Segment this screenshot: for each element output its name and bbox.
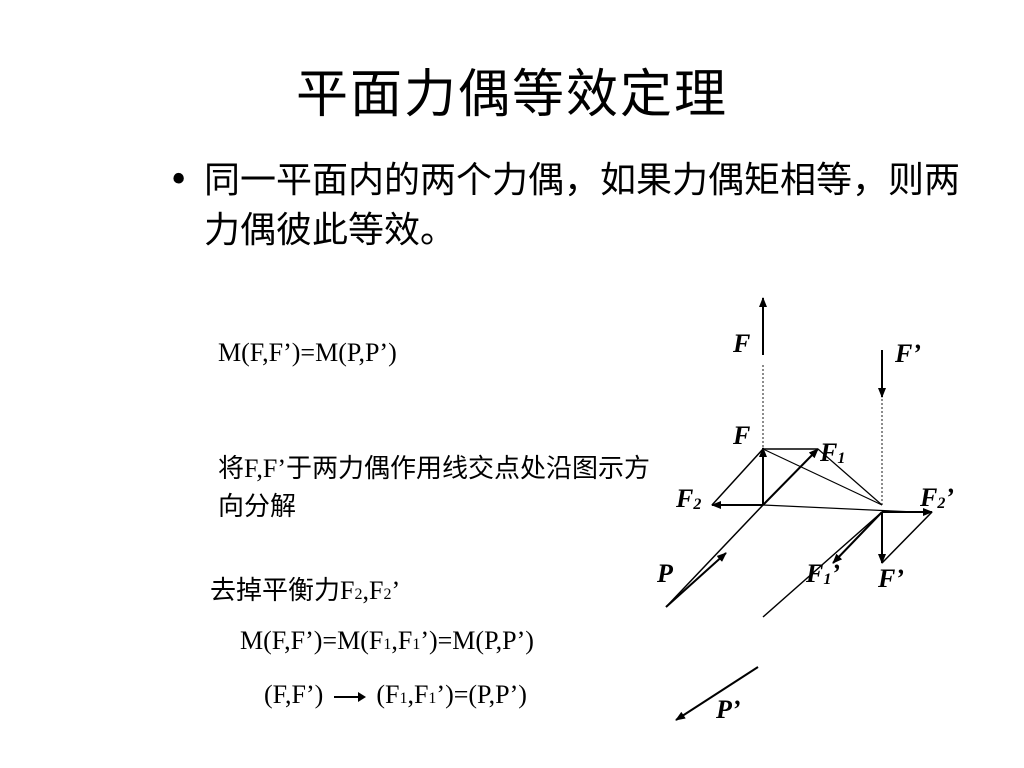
remove-sub2: 2	[383, 586, 392, 603]
connector-2	[762, 448, 883, 506]
label-F1-base: F	[819, 438, 837, 467]
label-F2-base: F	[675, 484, 693, 513]
line-of-action-Pprime	[762, 511, 883, 618]
right-arrow-icon	[333, 692, 366, 703]
eq3-part2: (F	[376, 680, 400, 709]
connector-1	[762, 504, 916, 513]
force-F1prime-arrow	[832, 511, 883, 564]
label-F1prime-sub: 1	[823, 571, 831, 588]
label-F-top: F	[732, 329, 750, 358]
label-F2-sub: 2	[692, 496, 701, 513]
eq3-sub2: 1	[428, 690, 437, 707]
label-F-mid: F	[732, 421, 750, 450]
line-of-action-P	[665, 504, 764, 608]
label-F2prime-tick: ’	[945, 483, 954, 512]
eq2-part3: ’)=M(P,P’)	[420, 626, 534, 655]
label-F2: F2	[675, 484, 701, 513]
label-F2prime-base: F	[919, 483, 937, 512]
label-F1prime-tick: ’	[831, 559, 840, 588]
label-F2prime: F2’	[919, 483, 954, 512]
theorem-statement: 同一平面内的两个力偶，如果力偶矩相等，则两力偶彼此等效。	[204, 160, 961, 251]
eq2-sub2: 1	[412, 636, 421, 653]
equivalence-equation: M(F,F’)=M(F1,F1’)=M(P,P’)	[240, 626, 534, 656]
label-F2prime-sub: 2	[936, 495, 945, 512]
label-F1-sub: 1	[837, 450, 845, 467]
remove-balanced-forces-note: 去掉平衡力F2,F2’	[210, 570, 400, 607]
eq2-part1: M(F,F’)=M(F	[240, 626, 384, 655]
remove-prefix: 去掉平衡力F	[210, 576, 355, 605]
eq2-sub1: 1	[383, 636, 392, 653]
eq3-part1: (F,F’)	[264, 680, 324, 709]
label-P: P	[656, 559, 674, 588]
label-Pprime: P’	[715, 695, 741, 724]
label-Fprime-top: F’	[894, 339, 921, 368]
label-F1: F1	[819, 438, 845, 467]
decomposition-note: 将F,F’于两力偶作用线交点处沿图示方向分解	[218, 454, 650, 521]
remove-suffix: ’	[391, 576, 401, 605]
eq3-part4: ’)=(P,P’)	[436, 680, 527, 709]
label-F1prime-base: F	[805, 559, 823, 588]
force-P-arrow	[665, 552, 727, 608]
label-F1prime: F1’	[805, 559, 840, 588]
force-F1-arrow	[762, 448, 819, 506]
eq3-sub1: 1	[399, 690, 408, 707]
remove-mid: ,F	[362, 576, 384, 605]
connector-3	[817, 448, 883, 506]
slide-title: 平面力偶等效定理	[295, 65, 728, 125]
force-Pprime-arrow	[675, 666, 759, 721]
bullet-point: •	[168, 160, 190, 201]
remove-sub1: 2	[354, 586, 363, 603]
moment-equation: M(F,F’)=M(P,P’)	[218, 338, 397, 367]
couple-equivalence: (F,F’) (F1,F1’)=(P,P’)	[264, 680, 527, 710]
label-Fprime-bottom: F’	[877, 564, 904, 593]
parallelogram-left	[711, 448, 764, 506]
parallelogram-right	[881, 511, 933, 564]
eq2-part2: ,F	[391, 626, 413, 655]
eq3-part3: ,F	[407, 680, 429, 709]
